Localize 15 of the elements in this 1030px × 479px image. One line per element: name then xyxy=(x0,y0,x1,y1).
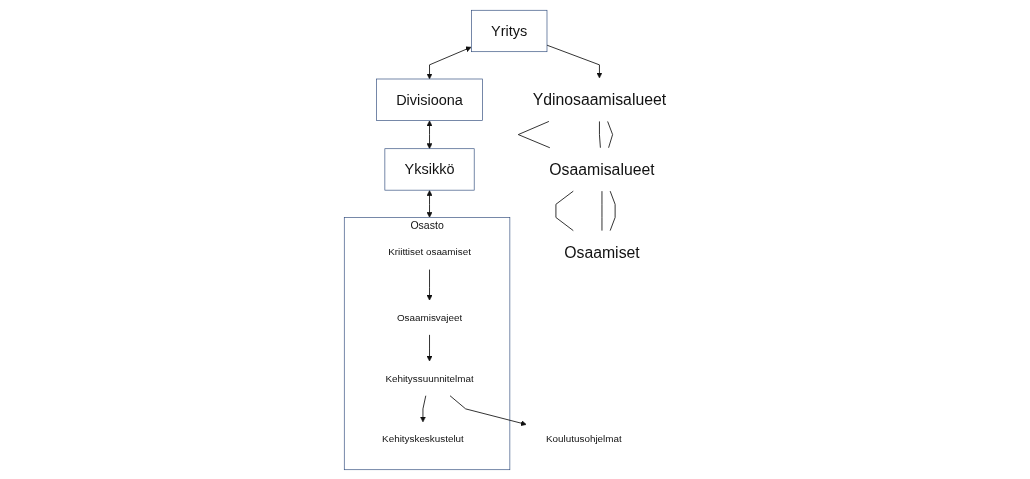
node-text: Osaamisvajeet xyxy=(396,311,463,323)
node-text: Osaamisalueet xyxy=(549,159,655,178)
connector xyxy=(555,190,574,231)
node-text: Kriittiset osaamiset xyxy=(388,245,471,257)
node-text: Koulutusohjelmat xyxy=(545,432,622,444)
node-text: Osaamiset xyxy=(564,242,640,261)
connector xyxy=(609,190,616,231)
node-box: Divisioona xyxy=(376,78,483,121)
connector xyxy=(598,120,601,148)
node-text: Kehityskeskustelut xyxy=(382,432,464,444)
node-box: Yksikkö xyxy=(384,147,475,190)
node-box: Yritys xyxy=(470,9,548,52)
connector xyxy=(607,120,613,148)
node-text: Kehityssuunnitelmat xyxy=(385,371,474,384)
node-text: Ydinosaamisalueet xyxy=(532,90,667,108)
